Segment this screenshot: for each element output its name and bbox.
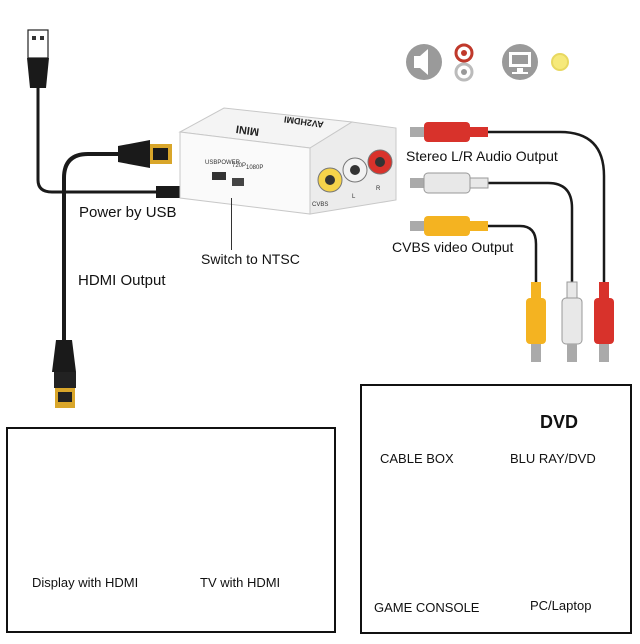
audio-jack-icons (454, 43, 474, 82)
rca-plug-white-h (410, 172, 489, 194)
device-cvbs-label: CVBS (312, 202, 329, 208)
usb-plug (27, 29, 49, 88)
cable-box-caption: CABLE BOX (380, 451, 454, 466)
device-usb-power-label: USBPOWER (205, 160, 241, 166)
display-with-hdmi-caption: Display with HDMI (32, 575, 139, 590)
stereo-audio-label: Stereo L/R Audio Output (406, 148, 558, 164)
tv-with-hdmi-caption: TV with HDMI (200, 575, 281, 590)
game-console-caption: GAME CONSOLE (374, 600, 480, 615)
converter-box (178, 107, 397, 215)
audio-left-cable (486, 181, 574, 284)
cvbs-video-label: CVBS video Output (392, 239, 514, 255)
switch-to-ntsc-label: Switch to NTSC (201, 251, 300, 267)
rca-plug-yellow-h (410, 216, 488, 236)
rca-plug-red-v (594, 282, 614, 362)
device-720p-label: 720P (232, 163, 247, 169)
device-left-label: L (352, 194, 356, 200)
monitor-icon (502, 44, 538, 80)
pc-laptop-caption: PC/Laptop (530, 598, 592, 613)
dvd-badge: DVD (540, 412, 579, 432)
video-cable (486, 224, 538, 284)
device-1080p-label: 1080P (246, 165, 264, 171)
hdmi-output-label: HDMI Output (78, 272, 166, 289)
blu-ray-dvd-caption: BLU RAY/DVD (510, 451, 596, 466)
rca-plug-red-h (410, 122, 488, 142)
hdmi-cable (62, 152, 120, 342)
hdmi-plug-top (118, 140, 172, 168)
cables (36, 86, 606, 342)
rca-plug-yellow-v (526, 282, 546, 362)
hdmi-displays-panel (6, 427, 336, 633)
video-jack-icon (551, 53, 569, 71)
av-sources-panel (360, 384, 632, 634)
rca-plug-white-v (561, 281, 583, 362)
device-right-label: R (376, 186, 381, 192)
ntsc-pointer (231, 198, 232, 250)
audio-right-cable (486, 130, 606, 284)
power-by-usb-label: Power by USB (79, 204, 177, 221)
hdmi-plug-bottom (52, 340, 76, 408)
speaker-icon (406, 44, 442, 80)
device-brand: MINI (235, 122, 260, 138)
usb-cable (36, 86, 162, 194)
